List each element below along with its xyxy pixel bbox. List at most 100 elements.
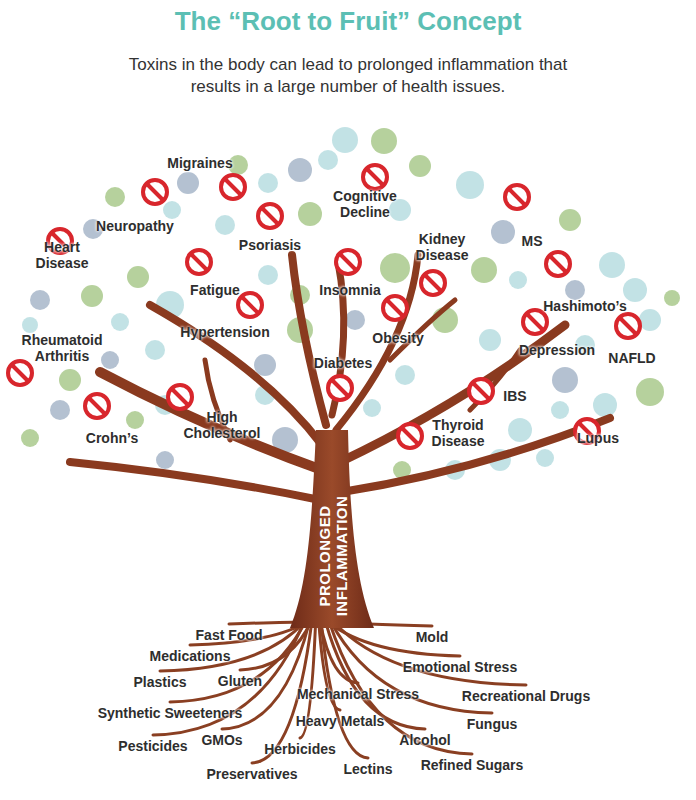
disease-label: Hypertension — [180, 324, 269, 340]
disease-label: Psoriasis — [239, 237, 301, 253]
disease-label: IBS — [503, 388, 526, 404]
disease-label: Obesity — [372, 330, 423, 346]
prohibition-icon — [328, 376, 352, 400]
fruit-circle — [409, 155, 431, 177]
prohibition-icon — [505, 185, 529, 209]
fruit-circle — [318, 150, 338, 170]
fruit-circle — [471, 257, 497, 283]
fruit-circle — [81, 285, 103, 307]
toxin-label: Emotional Stress — [403, 659, 517, 675]
disease-label: Kidney Disease — [411, 231, 473, 263]
disease-label: Migraines — [167, 155, 232, 171]
fruit-circle — [50, 400, 70, 420]
fruit-circle — [163, 201, 181, 219]
disease-label: Neuropathy — [96, 218, 174, 234]
fruit-circle — [599, 252, 625, 278]
fruit-circle — [491, 220, 515, 244]
caption: Toxins in the body can lead to prolonged… — [128, 54, 568, 98]
fruit-circle — [345, 310, 365, 330]
fruit-circle — [126, 411, 144, 429]
toxin-label: Refined Sugars — [421, 757, 524, 773]
prohibition-icon — [421, 271, 445, 295]
fruit-circle — [559, 209, 581, 231]
fruit-circle — [551, 401, 569, 419]
fruit-circle — [298, 202, 322, 226]
fruit-circle — [145, 340, 165, 360]
prohibition-icon — [363, 165, 387, 189]
disease-label: Depression — [519, 342, 595, 358]
fruit-circle — [371, 128, 397, 154]
disease-label: Heart Disease — [31, 239, 93, 271]
prohibition-icon — [616, 314, 640, 338]
toxin-label: Plastics — [134, 674, 187, 690]
fruit-circle — [565, 280, 585, 300]
fruit-circle — [536, 449, 554, 467]
fruit-circle — [105, 187, 125, 207]
fruit-circle — [177, 172, 199, 194]
tree-trunk — [290, 430, 374, 628]
fruit-circle — [59, 369, 81, 391]
fruit-circle — [636, 378, 664, 406]
fruit-circle — [664, 290, 680, 306]
toxin-label: Herbicides — [264, 741, 336, 757]
root-line — [326, 622, 425, 729]
fruit-circle — [593, 393, 617, 417]
fruit-circles — [21, 127, 680, 480]
fruit-circle — [509, 271, 527, 289]
fruit-circle — [258, 265, 278, 285]
prohibition-icons — [8, 165, 640, 448]
fruit-circle — [127, 266, 149, 288]
disease-label: NAFLD — [608, 350, 655, 366]
disease-label: Crohn’s — [86, 430, 138, 446]
toxin-label: Alcohol — [399, 732, 450, 748]
prohibition-icon — [168, 385, 192, 409]
prohibition-icon — [143, 180, 167, 204]
fruit-circle — [288, 158, 312, 182]
prohibition-icon — [85, 394, 109, 418]
prohibition-icon — [8, 361, 32, 385]
root-line — [334, 622, 526, 685]
fruit-circle — [254, 354, 276, 376]
prohibition-icon — [383, 296, 407, 320]
fruit-circle — [22, 317, 38, 333]
toxin-label: Fungus — [467, 716, 518, 732]
prohibition-icon — [238, 293, 262, 317]
fruit-circle — [395, 365, 415, 385]
disease-label: MS — [522, 233, 543, 249]
disease-label: Cognitive Decline — [325, 188, 405, 220]
fruit-circle — [508, 418, 532, 442]
fruit-circle — [111, 313, 129, 331]
disease-label: Thyroid Disease — [427, 417, 489, 449]
disease-label: Fatigue — [190, 282, 240, 298]
prohibition-icon — [187, 250, 211, 274]
fruit-circle — [101, 351, 119, 369]
fruit-circle — [380, 253, 410, 283]
disease-label: Diabetes — [314, 355, 372, 371]
prohibition-icon — [258, 204, 282, 228]
fruit-circle — [552, 367, 578, 393]
toxin-label: Medications — [150, 648, 231, 664]
fruit-circle — [30, 290, 50, 310]
disease-label: Insomnia — [319, 282, 380, 298]
disease-label: Rheumatoid Arthritis — [17, 332, 107, 364]
fruit-circle — [156, 451, 174, 469]
prohibition-icon — [469, 379, 493, 403]
prohibition-icon — [398, 424, 422, 448]
toxin-label: Pesticides — [118, 738, 187, 754]
prohibition-icon — [546, 252, 570, 276]
disease-label: High Cholesterol — [176, 409, 268, 441]
toxin-label: Mechanical Stress — [297, 686, 419, 702]
toxin-label: Mold — [416, 629, 449, 645]
toxin-label: GMOs — [201, 732, 242, 748]
fruit-circle — [456, 171, 484, 199]
fruit-circle — [363, 399, 381, 417]
toxin-label: Fast Food — [196, 627, 263, 643]
title: The “Root to Fruit” Concept — [0, 6, 696, 37]
toxin-label: Recreational Drugs — [462, 688, 590, 704]
root-line — [190, 622, 307, 645]
fruit-circle — [639, 309, 661, 331]
trunk-label: PROLONGED INFLAMMATION — [316, 494, 350, 618]
toxin-label: Preservatives — [206, 766, 297, 782]
disease-label: Hashimoto’s — [543, 298, 627, 314]
